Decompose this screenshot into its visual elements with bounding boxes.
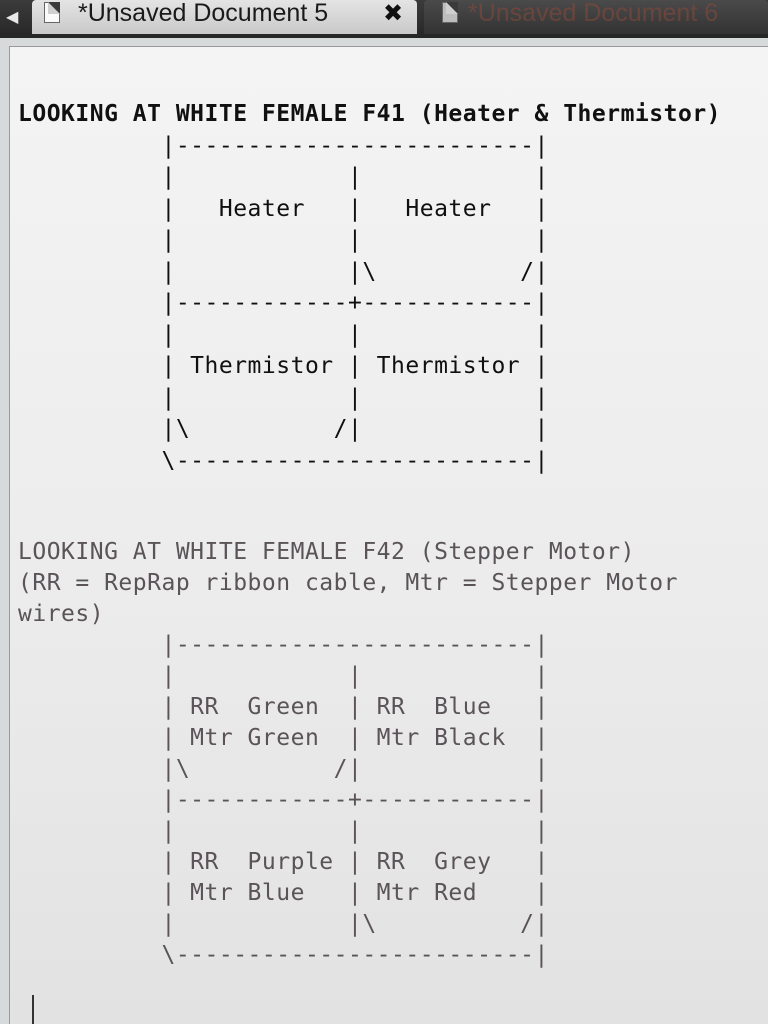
tab-label: *Unsaved Document 6 <box>468 0 719 26</box>
f42-line: | RR Purple | RR Grey | <box>18 849 549 875</box>
f42-line: | Mtr Green | Mtr Black | <box>18 725 549 751</box>
f41-line: |\ /| | <box>18 416 549 442</box>
f42-line: |-------------------------| <box>18 632 549 658</box>
tab-unsaved-document-6[interactable]: *Unsaved Document 6 <box>424 0 768 34</box>
f42-legend: wires) <box>18 601 105 627</box>
tab-unsaved-document-5[interactable]: *Unsaved Document 5 ✖ <box>32 0 417 34</box>
left-arrow-icon[interactable]: ◀ <box>6 7 19 26</box>
f41-line: |------------+------------| <box>18 290 549 316</box>
f41-line: | Thermistor | Thermistor | <box>18 353 549 379</box>
f42-line: | RR Green | RR Blue | <box>18 694 549 720</box>
f42-legend: (RR = RepRap ribbon cable, Mtr = Stepper… <box>18 570 678 596</box>
f41-line: | | | <box>18 164 549 190</box>
close-icon[interactable]: ✖ <box>382 0 404 27</box>
f42-line: \-------------------------| <box>18 942 549 968</box>
f42-line: |------------+------------| <box>18 787 549 813</box>
editor-frame: LOOKING AT WHITE FEMALE F41 (Heater & Th… <box>0 38 768 1024</box>
f41-line: | | | <box>18 227 549 253</box>
f42-line: |\ /| | <box>18 756 549 782</box>
f42-line: | Mtr Blue | Mtr Red | <box>18 880 549 906</box>
f42-connector-diagram: LOOKING AT WHITE FEMALE F42 (Stepper Mot… <box>18 537 678 971</box>
f41-line: | Heater | Heater | <box>18 195 549 222</box>
document-icon <box>442 2 458 23</box>
text-area[interactable]: LOOKING AT WHITE FEMALE F41 (Heater & Th… <box>9 46 768 1024</box>
f41-line: |-------------------------| <box>18 132 549 159</box>
f41-line: \-------------------------| <box>18 447 549 474</box>
tab-label: *Unsaved Document 5 <box>78 0 329 26</box>
document-icon <box>44 2 60 23</box>
f41-line: | | | <box>18 384 549 411</box>
f42-heading: LOOKING AT WHITE FEMALE F42 (Stepper Mot… <box>18 539 635 565</box>
f41-connector-diagram: LOOKING AT WHITE FEMALE F41 (Heater & Th… <box>18 99 721 477</box>
f42-line: | |\ /| <box>18 911 549 937</box>
f42-line: | | | <box>18 663 549 689</box>
text-cursor <box>32 995 34 1024</box>
tab-bar: ◀ *Unsaved Document 5 ✖ *Unsaved Documen… <box>0 0 768 38</box>
f42-line: | | | <box>18 818 549 844</box>
f41-line: | | | <box>18 321 549 348</box>
f41-line: | |\ /| <box>18 258 549 285</box>
f41-heading: LOOKING AT WHITE FEMALE F41 (Heater & Th… <box>18 101 722 127</box>
